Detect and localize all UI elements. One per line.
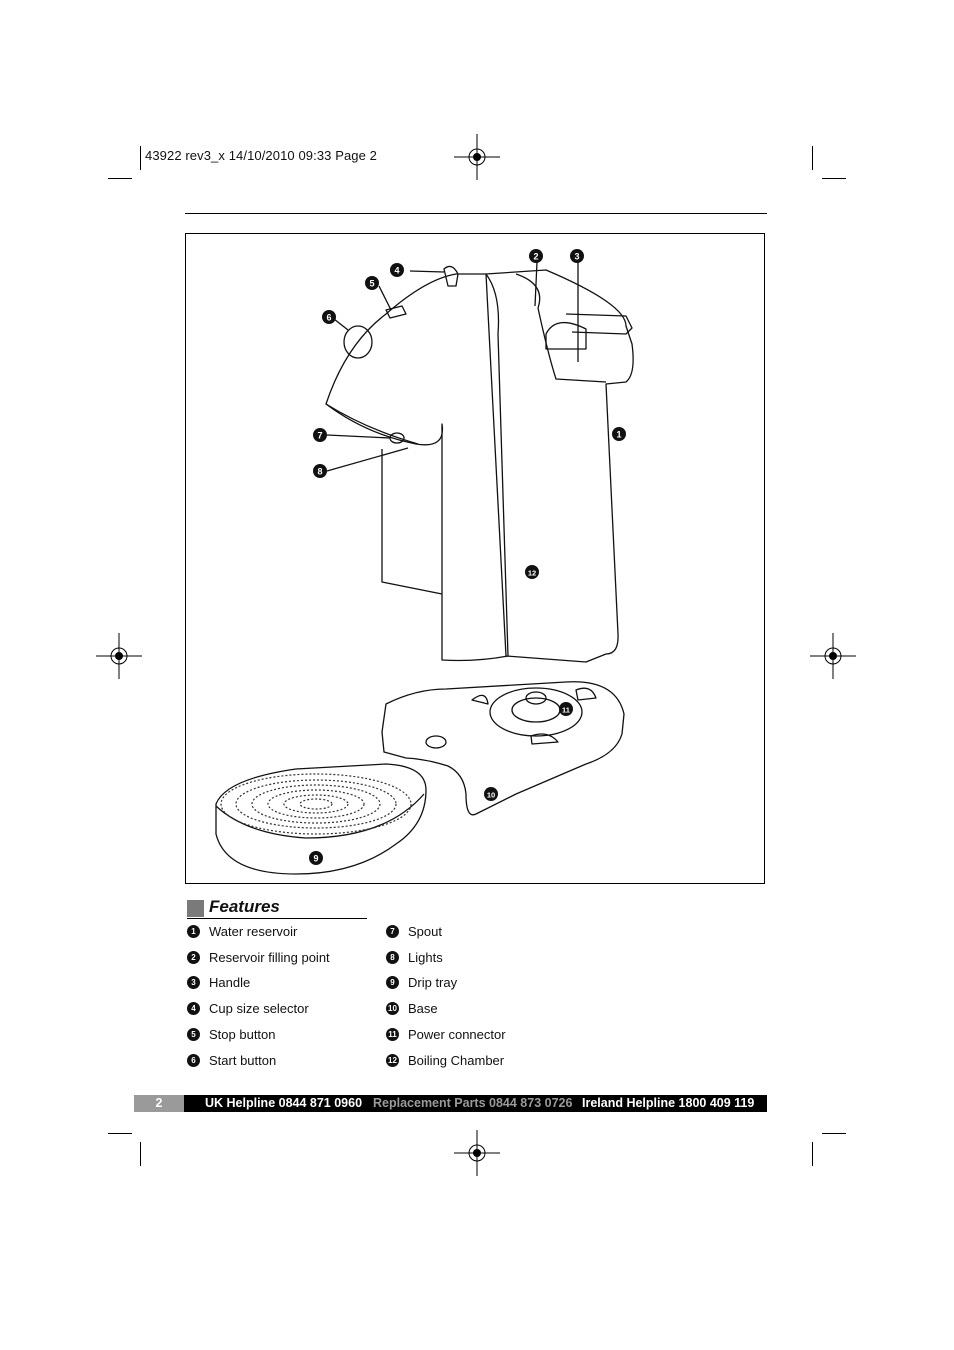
svg-text:6: 6 <box>326 313 331 323</box>
svg-text:7: 7 <box>317 431 322 441</box>
machine-head-outline <box>325 273 509 662</box>
callout-6: 6 <box>322 310 336 324</box>
callout-2: 2 <box>529 249 543 263</box>
callout-7: 7 <box>313 428 327 442</box>
crop-mark <box>108 1133 132 1134</box>
crop-mark <box>140 1142 141 1166</box>
svg-text:10: 10 <box>487 791 495 800</box>
svg-text:2: 2 <box>533 252 538 262</box>
feature-label: Stop button <box>209 1026 276 1042</box>
feature-number-badge: 2 <box>187 950 200 964</box>
callout-12: 12 <box>525 565 539 579</box>
features-heading: Features <box>187 897 367 919</box>
header-rule <box>185 213 767 214</box>
crop-mark <box>140 146 141 170</box>
uk-helpline: UK Helpline 0844 871 0960 <box>205 1096 363 1110</box>
start-button-outline <box>343 325 373 359</box>
drip-tray-outline <box>215 763 427 875</box>
feature-label: Drip tray <box>408 975 458 991</box>
feature-number-badge: 9 <box>386 976 399 990</box>
feature-number-badge: 7 <box>386 925 399 938</box>
callout-3: 3 <box>570 249 584 263</box>
features-title: Features <box>209 897 280 916</box>
feature-number-badge: 5 <box>187 1027 200 1041</box>
registration-mark-icon <box>810 633 856 679</box>
feature-number-badge: 12 <box>386 1053 399 1067</box>
callout-10: 10 <box>484 787 498 801</box>
feature-number-badge: 10 <box>386 1002 399 1016</box>
feature-label: Lights <box>408 949 443 965</box>
registration-mark-icon <box>454 134 500 180</box>
crop-mark <box>812 1142 813 1166</box>
callout-8: 8 <box>313 464 327 478</box>
base-outline <box>381 681 625 816</box>
water-reservoir-outline <box>485 269 634 663</box>
features-list: 1 Water reservoir 2 Reservoir filling point… <box>187 924 587 1074</box>
feature-label: Handle <box>209 975 251 991</box>
callout-4: 4 <box>390 263 404 277</box>
feature-label: Reservoir filling point <box>209 949 330 965</box>
footer-bar: 2 UK Helpline 0844 871 0960 Replacement … <box>134 1095 767 1112</box>
registration-mark-icon <box>96 633 142 679</box>
feature-number-badge: 8 <box>386 950 399 964</box>
feature-label: Power connector <box>408 1026 506 1042</box>
svg-text:9: 9 <box>313 854 318 864</box>
callout-9: 9 <box>309 851 323 865</box>
callout-1: 1 <box>612 427 626 441</box>
svg-text:4: 4 <box>394 266 399 276</box>
callout-5: 5 <box>365 276 379 290</box>
page-number: 2 <box>134 1095 184 1112</box>
heading-square-icon <box>187 900 204 917</box>
feature-number-badge: 3 <box>187 976 200 990</box>
feature-label: Base <box>408 1001 438 1017</box>
feature-label: Spout <box>408 924 442 939</box>
crop-mark <box>812 146 813 170</box>
svg-text:5: 5 <box>369 279 374 289</box>
crop-mark <box>822 178 846 179</box>
crop-mark <box>822 1133 846 1134</box>
cup-selector-outline <box>443 265 459 287</box>
feature-number-badge: 4 <box>187 1002 200 1016</box>
feature-number-badge: 1 <box>187 925 200 938</box>
stop-button-outline <box>385 305 407 319</box>
ireland-helpline: Ireland Helpline 1800 409 119 <box>582 1096 755 1110</box>
feature-label: Water reservoir <box>209 924 298 939</box>
crop-mark <box>108 178 132 179</box>
print-slug: 43922 rev3_x 14/10/2010 09:33 Page 2 <box>145 148 378 163</box>
svg-text:8: 8 <box>317 467 322 477</box>
feature-label: Boiling Chamber <box>408 1052 505 1068</box>
replacement-parts: Replacement Parts 0844 873 0726 <box>373 1096 573 1110</box>
svg-text:3: 3 <box>574 252 579 262</box>
feature-number-badge: 11 <box>386 1027 399 1041</box>
callout-11: 11 <box>559 702 573 716</box>
svg-text:12: 12 <box>528 569 536 578</box>
feature-number-badge: 6 <box>187 1053 200 1067</box>
svg-text:11: 11 <box>562 706 570 715</box>
feature-label: Start button <box>209 1052 277 1068</box>
registration-mark-icon <box>454 1130 500 1176</box>
feature-label: Cup size selector <box>209 1001 309 1017</box>
svg-text:1: 1 <box>616 430 621 440</box>
